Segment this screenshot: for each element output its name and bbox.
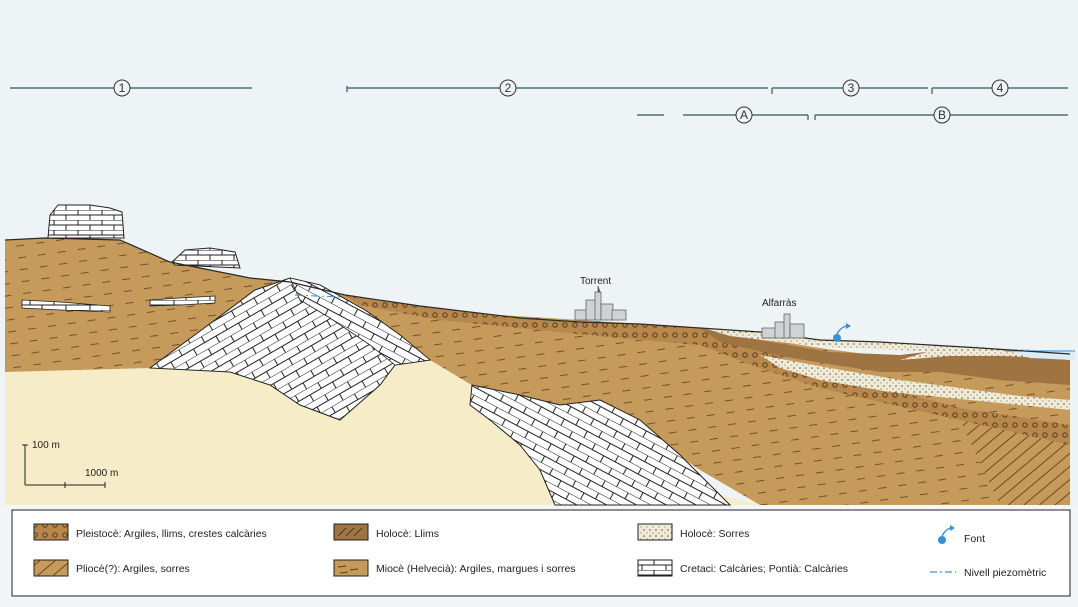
legend-swatch-cretaceous — [637, 559, 673, 577]
legend-label-holocene-sand: Holocè: Sorres — [680, 528, 749, 540]
legend-label-pliocene: Pliocè(?): Argiles, sorres — [76, 563, 190, 575]
limestone-lens-2 — [149, 295, 216, 307]
scale-horizontal-label: 1000 m — [85, 468, 118, 479]
limestone-lens-1 — [21, 299, 111, 313]
legend-swatch-miocene — [333, 559, 369, 577]
legend-label-cretaceous: Cretaci: Calcàries; Pontià: Calcàries — [680, 563, 848, 575]
legend-label-water-table: Nivell piezomètric — [964, 567, 1046, 579]
torrent-label: Torrent — [580, 276, 611, 287]
zone-4-label: 4 — [997, 81, 1004, 95]
limestone-crest-left — [47, 204, 125, 239]
zone-3-label: 3 — [848, 81, 855, 95]
legend-label-spring: Font — [964, 533, 985, 545]
legend-spring-icon — [938, 525, 955, 544]
limestone-fold-center — [469, 384, 732, 506]
water-table-line — [294, 294, 341, 298]
legend-swatch-holocene-silt — [333, 523, 369, 541]
zone-2-label: 2 — [505, 81, 512, 95]
alfarras-label: Alfarràs — [762, 298, 796, 309]
zone-1-label: 1 — [119, 81, 126, 95]
ground-surface — [4, 237, 1071, 355]
river-water — [1010, 350, 1075, 360]
zone-markers: 1 2 3 4 A B — [113, 79, 1009, 124]
zone-a-label: A — [740, 108, 748, 122]
town-torrent-icon — [574, 285, 627, 321]
town-alfarras-icon — [761, 313, 805, 339]
spring-icon — [833, 323, 851, 342]
scale-bar — [22, 444, 106, 488]
legend-box — [11, 509, 1071, 597]
limestone-crest-middle — [171, 247, 241, 269]
legend-label-pleistocene: Pleistocè: Argiles, llims, crestes calcà… — [76, 528, 267, 540]
scale-vertical-label: 100 m — [32, 440, 60, 451]
legend-label-holocene-silt: Holocè: Llims — [376, 528, 439, 540]
zone-b-label: B — [938, 108, 946, 122]
legend-label-miocene: Miocè (Helvecià): Argiles, margues i sor… — [376, 563, 576, 575]
